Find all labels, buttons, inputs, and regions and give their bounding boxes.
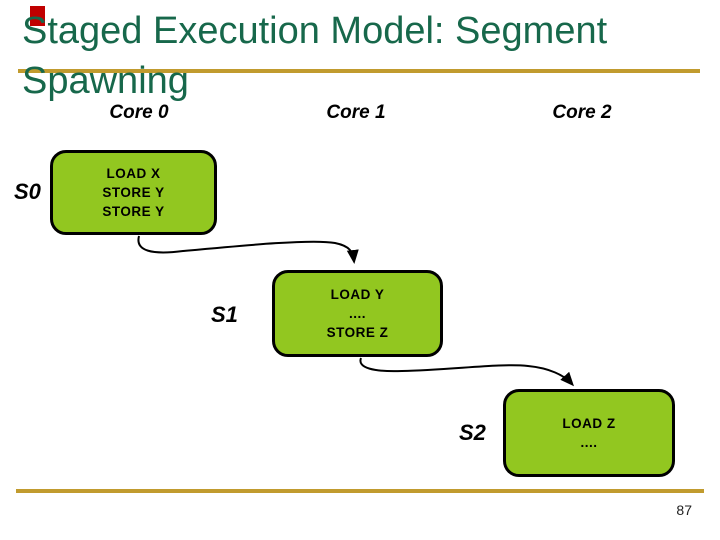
spawn-arrow-s0-s1	[137, 235, 359, 264]
core-2-header: Core 2	[552, 102, 612, 123]
segment-s1-line: ....	[348, 306, 366, 321]
segment-s0-line: STORE Y	[102, 204, 165, 219]
segment-s1-line: STORE Z	[326, 325, 389, 340]
core-0-header: Core 0	[109, 102, 169, 123]
segment-s1-label: S1	[211, 302, 238, 327]
slide-title: Staged Execution Model: Segment Spawning	[22, 10, 608, 102]
segment-s0-label: S0	[14, 179, 41, 204]
core-1-header: Core 1	[326, 102, 386, 123]
segment-s0-line: STORE Y	[102, 185, 165, 200]
spawn-arrow-s1-s2	[359, 357, 574, 387]
segment-s0-box: LOAD X STORE Y STORE Y	[50, 150, 217, 235]
title-divider-line	[18, 69, 700, 73]
page-number: 87	[676, 502, 692, 518]
red-accent-mark	[30, 6, 45, 26]
segment-s2-label: S2	[459, 420, 486, 445]
segment-s2-box: LOAD Z ....	[503, 389, 675, 477]
footer-divider-line	[16, 489, 704, 493]
segment-s0-line: LOAD X	[106, 166, 161, 181]
segment-s2-line: ....	[580, 435, 598, 450]
segment-s1-line: LOAD Y	[330, 287, 385, 302]
segment-s1-box: LOAD Y .... STORE Z	[272, 270, 443, 357]
segment-s2-line: LOAD Z	[562, 416, 616, 431]
